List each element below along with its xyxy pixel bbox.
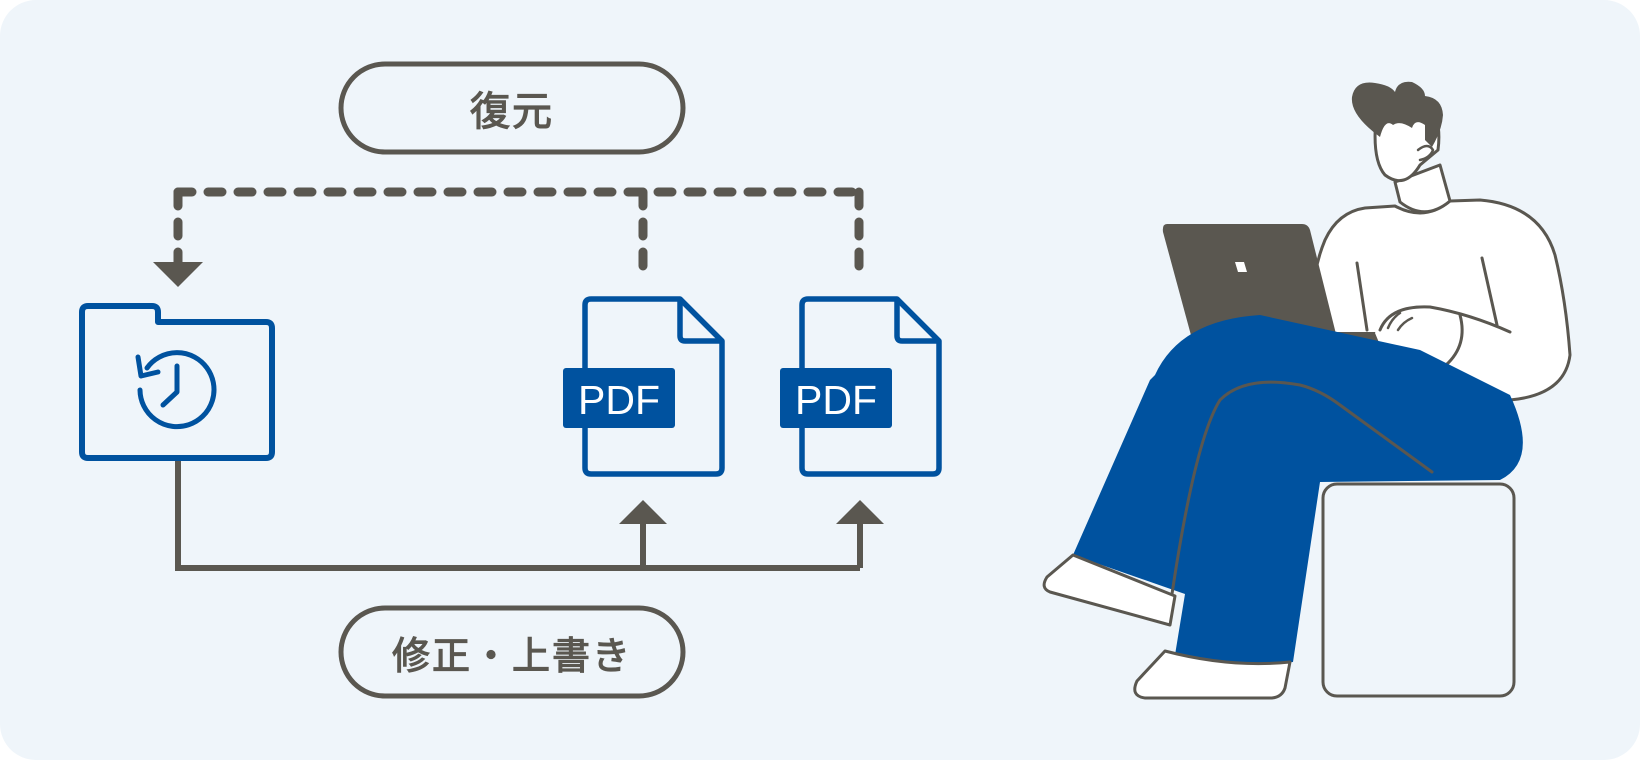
front-shoe xyxy=(1042,553,1177,627)
hair xyxy=(1351,81,1443,147)
pdf-badge-2 xyxy=(780,368,892,428)
neck xyxy=(1393,163,1452,214)
restore-dashed-connector xyxy=(173,187,864,271)
overwrite-pill xyxy=(338,605,686,699)
knee-line xyxy=(1170,380,1434,596)
pdf-badge-1 xyxy=(563,368,675,428)
laptop-screen xyxy=(1162,224,1340,350)
overwrite-label: 修正・上書き xyxy=(391,633,632,678)
restore-pill xyxy=(338,61,686,155)
sweater-fold-left xyxy=(1355,261,1369,332)
restore-arrow-head xyxy=(153,262,203,287)
overwrite-arrow-head-2 xyxy=(836,500,884,524)
palm-curve xyxy=(1444,313,1464,367)
back-shoe xyxy=(1133,649,1292,700)
ear xyxy=(1416,144,1435,162)
restore-label: 復元 xyxy=(470,89,554,135)
overwrite-solid-connector xyxy=(175,458,863,571)
stool xyxy=(1321,482,1516,698)
laptop-logo xyxy=(1235,262,1247,272)
pdf-file-icon-1: PDF xyxy=(563,296,725,477)
finger-1 xyxy=(1386,311,1402,330)
finger-2 xyxy=(1396,316,1414,332)
back-leg xyxy=(1073,315,1523,664)
pdf-badge-label-1: PDF xyxy=(578,377,660,423)
pdf-badge-label-2: PDF xyxy=(795,377,877,423)
sweater-fold-right xyxy=(1480,256,1499,327)
overwrite-arrow-head-1 xyxy=(619,500,667,524)
pdf-file-icon-2: PDF xyxy=(780,296,942,477)
history-icon xyxy=(135,350,217,430)
history-folder-icon xyxy=(79,303,275,461)
solid-drop-from-folder xyxy=(175,458,860,571)
person-with-laptop-illustration xyxy=(1042,81,1572,700)
forearm-line xyxy=(1378,305,1512,334)
